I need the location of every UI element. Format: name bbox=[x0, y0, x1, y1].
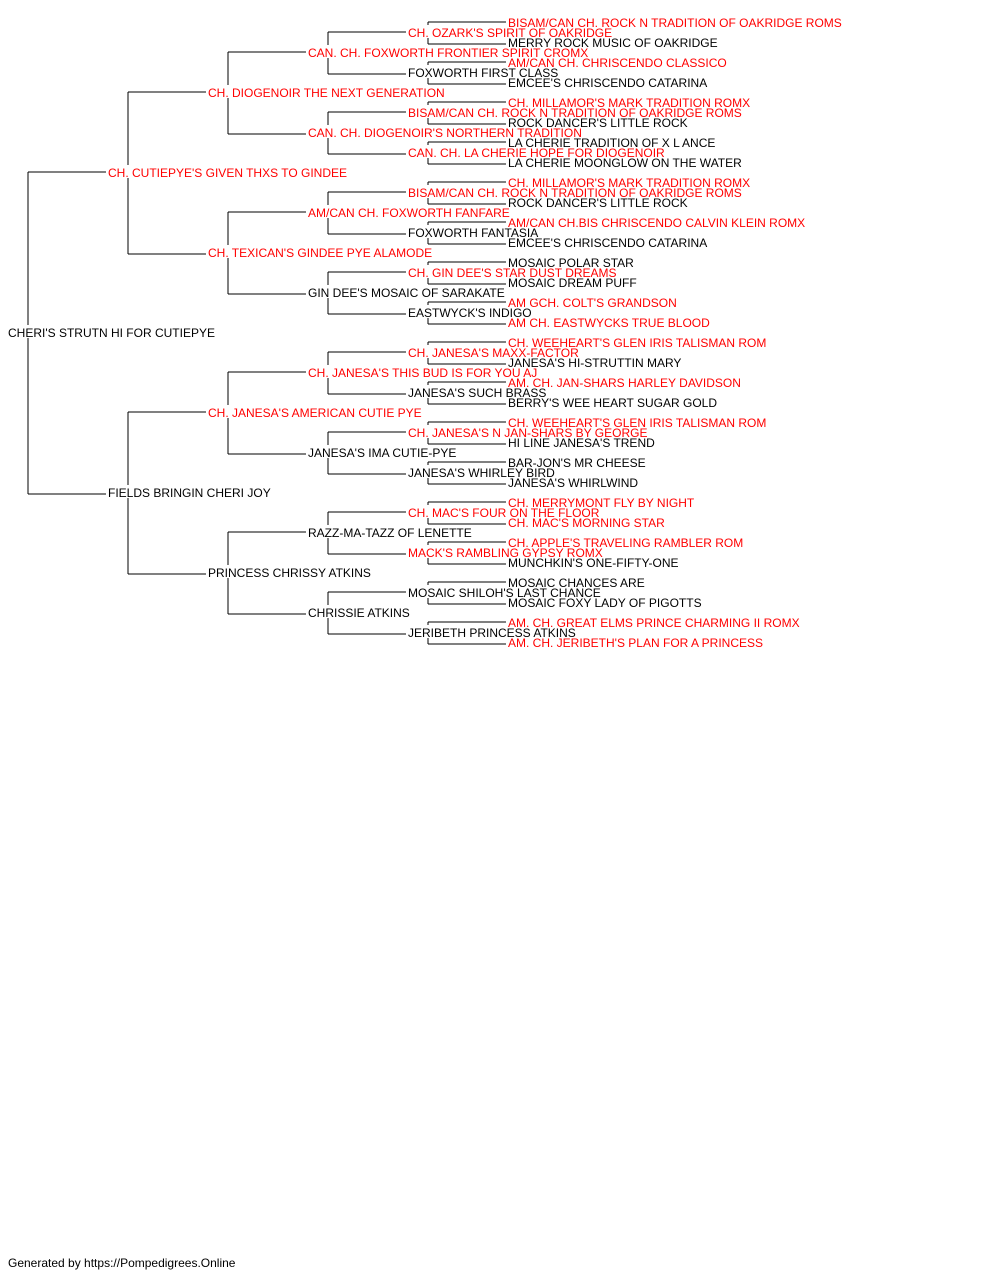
ancestor-name: JANESA'S SUCH BRASS bbox=[408, 386, 546, 400]
ancestor-name: CHRISSIE ATKINS bbox=[308, 606, 410, 620]
ancestor-name: CH. JANESA'S N JAN-SHARS BY GEORGE bbox=[408, 426, 647, 440]
ancestor-name: ROCK DANCER'S LITTLE ROCK bbox=[508, 196, 688, 210]
ancestor-name: FIELDS BRINGIN CHERI JOY bbox=[108, 486, 271, 500]
ancestor-name: AM/CAN CH. FOXWORTH FANFARE bbox=[308, 206, 510, 220]
ancestor-name: FOXWORTH FANTASIA bbox=[408, 226, 538, 240]
ancestor-name: LA CHERIE TRADITION OF X L ANCE bbox=[508, 136, 715, 150]
ancestor-name: CAN. CH. LA CHERIE HOPE FOR DIOGENOIR bbox=[408, 146, 665, 160]
ancestor-name: MACK'S RAMBLING GYPSY ROMX bbox=[408, 546, 603, 560]
ancestor-name: CH. TEXICAN'S GINDEE PYE ALAMODE bbox=[208, 246, 432, 260]
ancestor-name: CH. MILLAMOR'S MARK TRADITION ROMX bbox=[508, 176, 750, 190]
ancestor-name: JANESA'S WHIRLWIND bbox=[508, 476, 638, 490]
ancestor-name: GIN DEE'S MOSAIC OF SARAKATE bbox=[308, 286, 505, 300]
ancestor-name: CH. JANESA'S AMERICAN CUTIE PYE bbox=[208, 406, 422, 420]
ancestor-name: LA CHERIE MOONGLOW ON THE WATER bbox=[508, 156, 742, 170]
ancestor-name: EMCEE'S CHRISCENDO CATARINA bbox=[508, 76, 707, 90]
ancestor-name: BISAM/CAN CH. ROCK N TRADITION OF OAKRID… bbox=[508, 16, 842, 30]
ancestor-name: CH. MAC'S MORNING STAR bbox=[508, 516, 665, 530]
ancestor-name: AM GCH. COLT'S GRANDSON bbox=[508, 296, 677, 310]
ancestor-name: MOSAIC POLAR STAR bbox=[508, 256, 634, 270]
ancestor-name: CH. CUTIEPYE'S GIVEN THXS TO GINDEE bbox=[108, 166, 347, 180]
ancestor-name: CH. MILLAMOR'S MARK TRADITION ROMX bbox=[508, 96, 750, 110]
ancestor-name: AM. CH. GREAT ELMS PRINCE CHARMING II RO… bbox=[508, 616, 800, 630]
ancestor-name: CAN. CH. DIOGENOIR'S NORTHERN TRADITION bbox=[308, 126, 582, 140]
ancestor-name: MOSAIC FOXY LADY OF PIGOTTS bbox=[508, 596, 702, 610]
ancestor-name: CH. WEEHEART'S GLEN IRIS TALISMAN ROM bbox=[508, 336, 766, 350]
ancestor-name: JANESA'S IMA CUTIE-PYE bbox=[308, 446, 456, 460]
ancestor-name: FOXWORTH FIRST CLASS bbox=[408, 66, 558, 80]
ancestor-name: CH. OZARK'S SPIRIT OF OAKRIDGE bbox=[408, 26, 612, 40]
ancestor-name: JANESA'S HI-STRUTTIN MARY bbox=[508, 356, 681, 370]
ancestor-name: AM/CAN CH.BIS CHRISCENDO CALVIN KLEIN RO… bbox=[508, 216, 805, 230]
ancestor-name: EMCEE'S CHRISCENDO CATARINA bbox=[508, 236, 707, 250]
ancestor-name: AM CH. EASTWYCKS TRUE BLOOD bbox=[508, 316, 710, 330]
ancestor-name: MOSAIC CHANCES ARE bbox=[508, 576, 645, 590]
ancestor-name: PRINCESS CHRISSY ATKINS bbox=[208, 566, 371, 580]
ancestor-name: CH. WEEHEART'S GLEN IRIS TALISMAN ROM bbox=[508, 416, 766, 430]
ancestor-name: CH. DIOGENOIR THE NEXT GENERATION bbox=[208, 86, 445, 100]
ancestor-name: JERIBETH PRINCESS ATKINS bbox=[408, 626, 576, 640]
ancestor-name: CH. MERRYMONT FLY BY NIGHT bbox=[508, 496, 695, 510]
ancestor-name: BISAM/CAN CH. ROCK N TRADITION OF OAKRID… bbox=[408, 106, 742, 120]
ancestor-name: BAR-JON'S MR CHEESE bbox=[508, 456, 646, 470]
ancestor-name: MERRY ROCK MUSIC OF OAKRIDGE bbox=[508, 36, 718, 50]
ancestor-name: CH. GIN DEE'S STAR DUST DREAMS bbox=[408, 266, 617, 280]
ancestor-name: BERRY'S WEE HEART SUGAR GOLD bbox=[508, 396, 717, 410]
ancestor-name: AM. CH. JAN-SHARS HARLEY DAVIDSON bbox=[508, 376, 741, 390]
ancestor-name: CAN. CH. FOXWORTH FRONTIER SPIRIT CROMX bbox=[308, 46, 588, 60]
ancestor-name: ROCK DANCER'S LITTLE ROCK bbox=[508, 116, 688, 130]
footer-credit: Generated by https://Pompedigrees.Online bbox=[8, 1256, 236, 1270]
ancestor-name: JANESA'S WHIRLEY BIRD bbox=[408, 466, 555, 480]
ancestor-name: EASTWYCK'S INDIGO bbox=[408, 306, 532, 320]
ancestor-name: BISAM/CAN CH. ROCK N TRADITION OF OAKRID… bbox=[408, 186, 742, 200]
ancestor-name: MUNCHKIN'S ONE-FIFTY-ONE bbox=[508, 556, 679, 570]
pedigree-tree: CHERI'S STRUTN HI FOR CUTIEPYE CH. CUTIEP… bbox=[8, 16, 842, 650]
ancestor-name: RAZZ-MA-TAZZ OF LENETTE bbox=[308, 526, 472, 540]
ancestor-name: HI LINE JANESA'S TREND bbox=[508, 436, 655, 450]
subject-dog-name: CHERI'S STRUTN HI FOR CUTIEPYE bbox=[8, 326, 215, 340]
ancestor-name: CH. JANESA'S THIS BUD IS FOR YOU AJ bbox=[308, 366, 537, 380]
ancestor-name: AM/CAN CH. CHRISCENDO CLASSICO bbox=[508, 56, 727, 70]
ancestor-name: MOSAIC DREAM PUFF bbox=[508, 276, 637, 290]
ancestor-name: CH. MAC'S FOUR ON THE FLOOR bbox=[408, 506, 600, 520]
ancestor-name: AM. CH. JERIBETH'S PLAN FOR A PRINCESS bbox=[508, 636, 763, 650]
ancestor-name: CH. JANESA'S MAXX-FACTOR bbox=[408, 346, 579, 360]
ancestor-name: MOSAIC SHILOH'S LAST CHANCE bbox=[408, 586, 601, 600]
ancestor-name: CH. APPLE'S TRAVELING RAMBLER ROM bbox=[508, 536, 743, 550]
